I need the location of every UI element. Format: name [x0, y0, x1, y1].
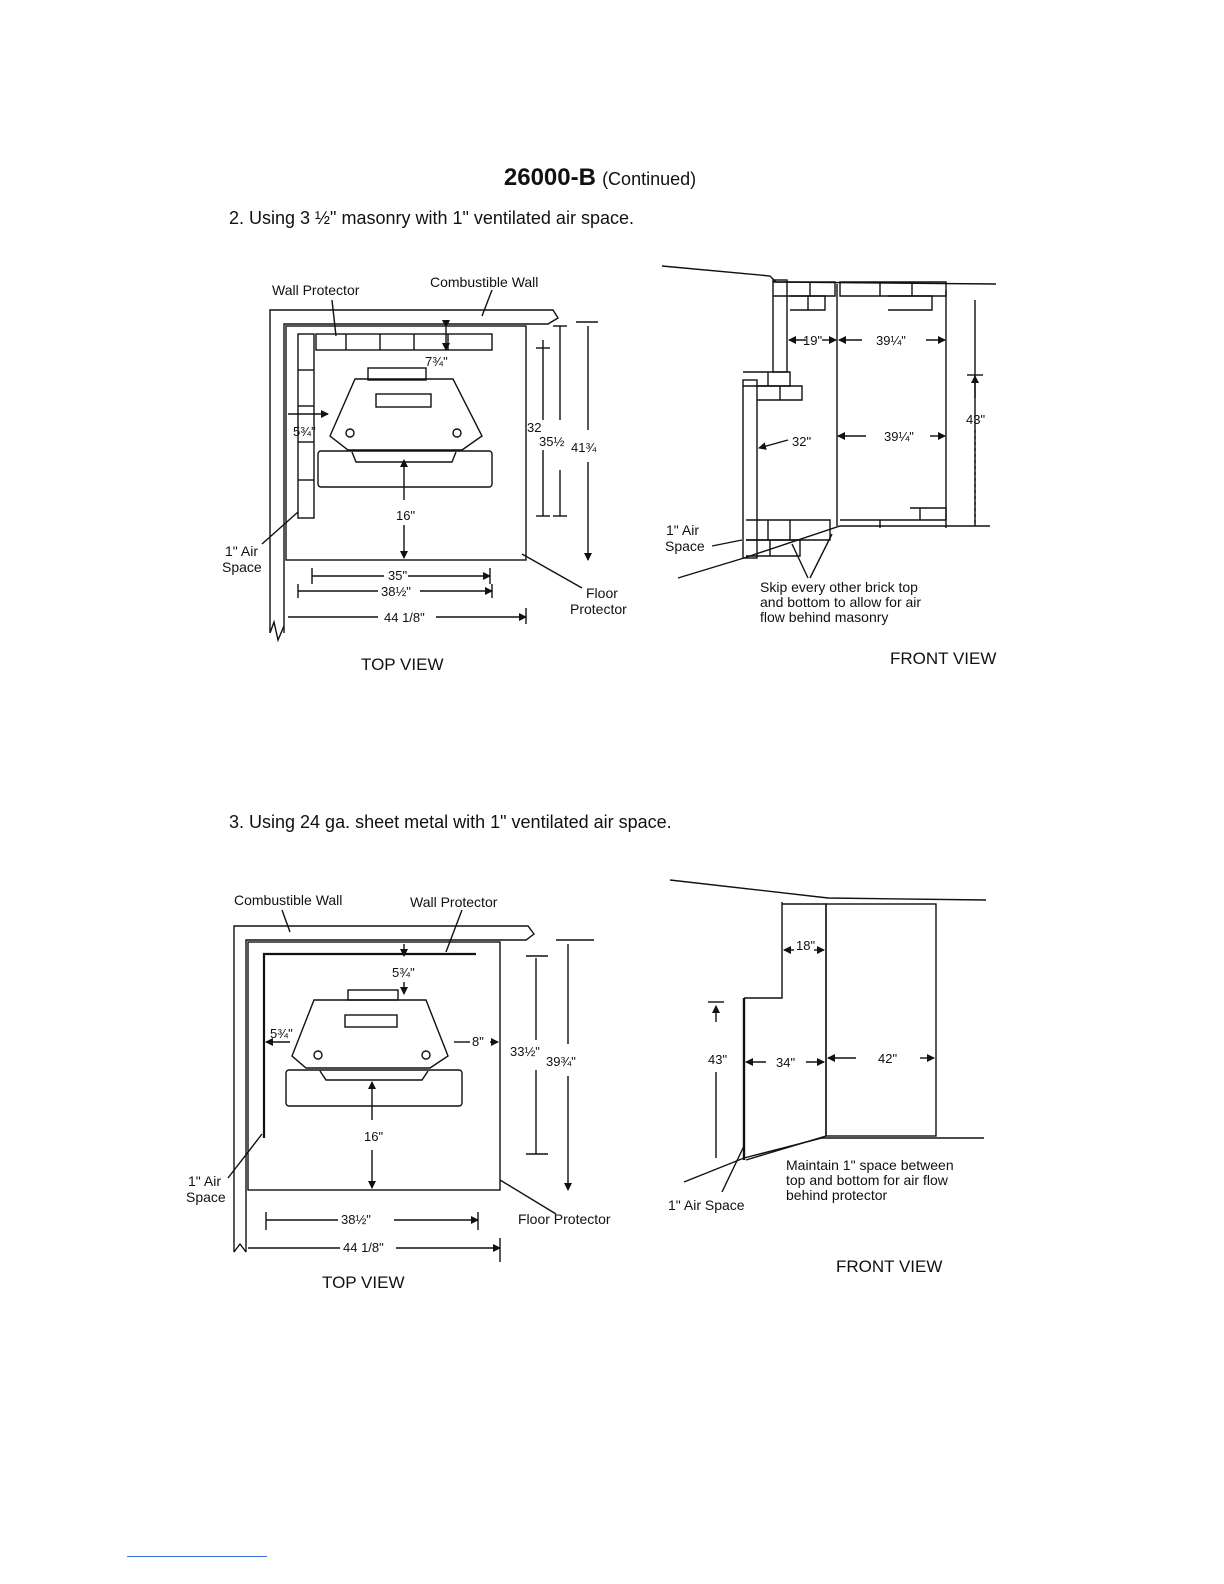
- s3-floor-protector-label: Floor Protector: [518, 1211, 611, 1227]
- s3-dim-side: 5¾": [270, 1026, 293, 1041]
- s2-front-air-space-2: Space: [665, 538, 705, 554]
- s3-front-note-2: top and bottom for air flow: [786, 1172, 949, 1188]
- model-code: 26000-B: [503, 164, 596, 191]
- s3-upper-protector: [744, 902, 783, 999]
- s2-dim-35w: 35": [388, 568, 407, 583]
- section-2-heading: 2. Using 3 ½" masonry with 1" ventilated…: [229, 208, 634, 228]
- stove-top-view: [317, 367, 493, 488]
- masonry-side-column: [297, 333, 315, 519]
- lower-masonry: [742, 379, 758, 559]
- s2-air-space-label-2: Space: [222, 559, 262, 575]
- s2-dim-front: 16": [396, 508, 415, 523]
- s2-front-view-caption: FRONT VIEW: [890, 649, 996, 668]
- s2-dim-back: 7¾": [425, 354, 448, 369]
- s3-front-dim-34: 34": [776, 1055, 795, 1070]
- s3-combustible-wall-outline: [233, 925, 535, 1252]
- s2-dim-32: 32: [527, 420, 541, 435]
- s2-front-air-space-1: 1" Air: [666, 522, 699, 538]
- page-title: 26000-B (Continued): [0, 164, 1200, 192]
- section-3-front-view: [669, 879, 987, 1193]
- s3-wall-protector-label: Wall Protector: [410, 894, 498, 910]
- s2-front-dim-39a: 39¼": [876, 333, 906, 348]
- section-2-top-view: [261, 289, 598, 643]
- s3-front-dim-43: 43": [708, 1052, 727, 1067]
- continued-label: (Continued): [602, 169, 697, 189]
- s3-air-space-label-1: 1" Air: [188, 1173, 221, 1189]
- s3-right-protector: [825, 903, 937, 1137]
- s2-front-dim-43: 43": [966, 412, 985, 427]
- s2-front-note-3: flow behind masonry: [760, 609, 888, 625]
- s3-front-note-3: behind protector: [786, 1187, 888, 1203]
- footer-rule: [127, 1556, 267, 1557]
- s3-air-space-label-2: Space: [186, 1189, 226, 1205]
- s3-front-dim-18: 18": [796, 938, 815, 953]
- s2-air-space-label-1: 1" Air: [225, 543, 258, 559]
- brick-courses: [743, 281, 947, 557]
- masonry-back-row: [315, 333, 493, 351]
- s3-dim-38: 38½": [341, 1212, 371, 1227]
- s3-top-view-caption: TOP VIEW: [322, 1273, 405, 1292]
- s3-floor-protector: [247, 941, 501, 1191]
- section-3-heading: 3. Using 24 ga. sheet metal with 1" vent…: [229, 812, 672, 832]
- s3-front-note-1: Maintain 1" space between: [786, 1157, 954, 1173]
- s2-front-note-2: and bottom to allow for air: [760, 594, 921, 610]
- s2-combustible-wall-label: Combustible Wall: [430, 274, 538, 290]
- s2-dim-41: 41¾: [571, 440, 596, 455]
- s3-dim-back: 5¾": [392, 965, 415, 980]
- s2-dim-38: 38½": [381, 584, 411, 599]
- s2-dim-side: 5¾": [293, 424, 316, 439]
- s2-top-view-caption: TOP VIEW: [361, 655, 444, 674]
- s3-dim-33: 33½": [510, 1044, 540, 1059]
- s3-front-view-caption: FRONT VIEW: [836, 1257, 942, 1276]
- floor-protector: [285, 325, 527, 561]
- s2-dim-35h: 35½: [539, 434, 564, 449]
- s3-dim-right: 8": [472, 1034, 484, 1049]
- s3-dim-44: 44 1/8": [343, 1240, 384, 1255]
- s3-dim-39: 39¾": [546, 1054, 576, 1069]
- combustible-wall-outline: [269, 309, 559, 633]
- s2-front-dim-32: 32": [792, 434, 811, 449]
- section-3-top-view: [227, 909, 594, 1262]
- s3-stove-top-view: [285, 989, 463, 1107]
- s2-floor-protector-label-2: Protector: [570, 601, 627, 617]
- s3-dim-front: 16": [364, 1129, 383, 1144]
- section-2-front-view: [661, 265, 997, 579]
- s3-front-air-space: 1" Air Space: [668, 1197, 745, 1213]
- s3-front-dim-42: 42": [878, 1051, 897, 1066]
- s2-front-dim-39b: 39¼": [884, 429, 914, 444]
- s2-front-dim-19: 19": [803, 333, 822, 348]
- s2-floor-protector-label-1: Floor: [586, 585, 618, 601]
- s2-front-note-1: Skip every other brick top: [760, 579, 918, 595]
- s3-combustible-wall-label: Combustible Wall: [234, 892, 342, 908]
- s2-wall-protector-label: Wall Protector: [272, 282, 360, 298]
- upper-masonry: [772, 279, 788, 373]
- s2-dim-44: 44 1/8": [384, 610, 425, 625]
